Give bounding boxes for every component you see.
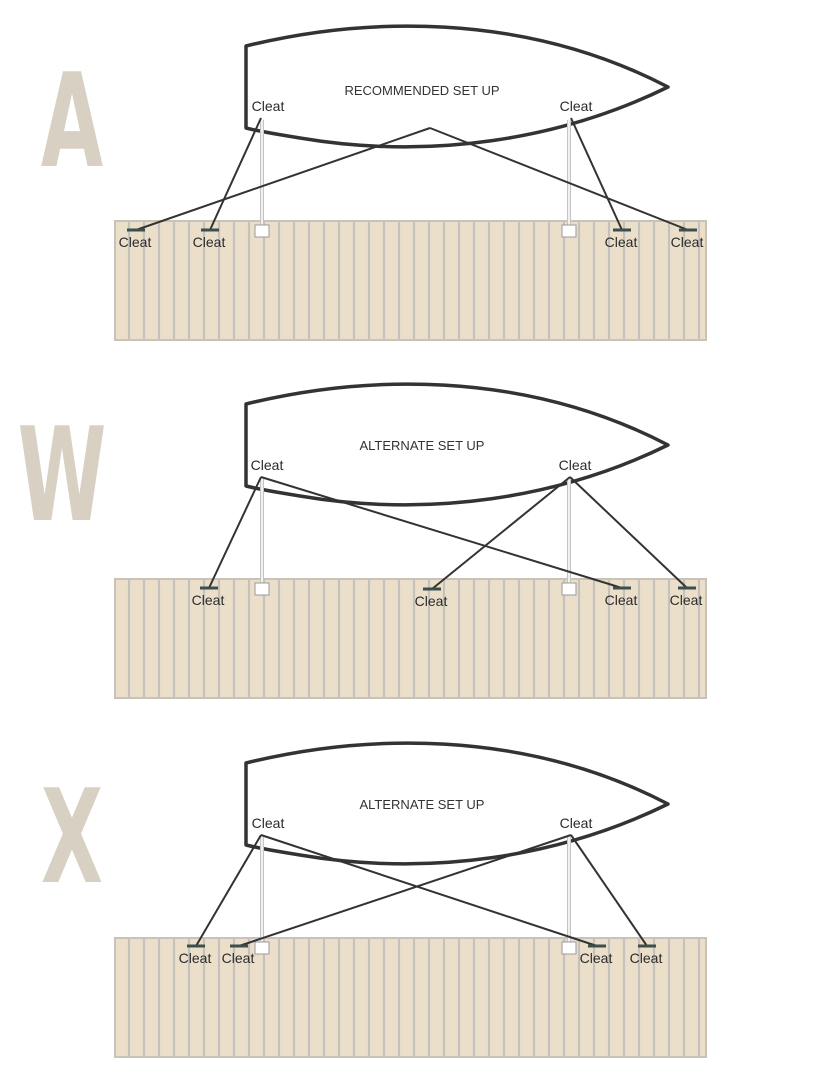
boat-cleat-label: Cleat — [559, 457, 592, 473]
panel-letter: W — [18, 400, 107, 551]
dock-cleat-label: Cleat — [630, 950, 663, 966]
piling-block — [561, 224, 577, 238]
boat-hull — [244, 382, 670, 507]
boat-hull — [244, 24, 670, 149]
dock-cleat-label: Cleat — [179, 950, 212, 966]
piling-block — [254, 224, 270, 238]
mooring-line — [570, 834, 648, 947]
setup-title: ALTERNATE SET UP — [360, 797, 485, 812]
piling-block — [561, 582, 577, 596]
panel-letter: X — [41, 762, 103, 913]
boat-cleat-label: Cleat — [252, 98, 285, 114]
dock — [114, 578, 707, 699]
panel-letter: A — [41, 46, 104, 197]
mooring-line — [208, 476, 262, 589]
mooring-line — [260, 476, 623, 589]
dock-cleat-label: Cleat — [605, 234, 638, 250]
mooring-line — [570, 117, 623, 231]
mooring-line — [260, 834, 598, 947]
boat-cleat-label: Cleat — [251, 457, 284, 473]
mooring-line — [431, 476, 571, 590]
piling-block — [254, 582, 270, 596]
boat-cleat-label: Cleat — [560, 98, 593, 114]
mooring-line — [209, 117, 262, 231]
dock-cleat-label: Cleat — [192, 592, 225, 608]
dock-surface — [114, 937, 707, 1058]
dock-cleat-label: Cleat — [119, 234, 152, 250]
piling-block — [254, 941, 270, 955]
mooring-line — [195, 834, 262, 947]
boat-cleat-label: Cleat — [560, 815, 593, 831]
dock-surface — [114, 220, 707, 341]
dock-surface — [114, 578, 707, 699]
mooring-line — [429, 127, 689, 231]
dock-cleat-label: Cleat — [193, 234, 226, 250]
dock — [114, 220, 707, 341]
dock-cleat-label: Cleat — [415, 593, 448, 609]
piling-block — [561, 941, 577, 955]
mooring-line — [569, 476, 688, 589]
dock-cleat-label: Cleat — [670, 592, 703, 608]
dock-cleat-label: Cleat — [671, 234, 704, 250]
boat-cleat-label: Cleat — [252, 815, 285, 831]
dock-cleat-label: Cleat — [222, 950, 255, 966]
mooring-line — [238, 834, 572, 947]
dock-cleat-label: Cleat — [580, 950, 613, 966]
boat-hull — [244, 741, 670, 866]
dock — [114, 937, 707, 1058]
dock-cleat-label: Cleat — [605, 592, 638, 608]
setup-title: RECOMMENDED SET UP — [344, 83, 499, 98]
mooring-line — [135, 127, 431, 231]
setup-title: ALTERNATE SET UP — [360, 438, 485, 453]
